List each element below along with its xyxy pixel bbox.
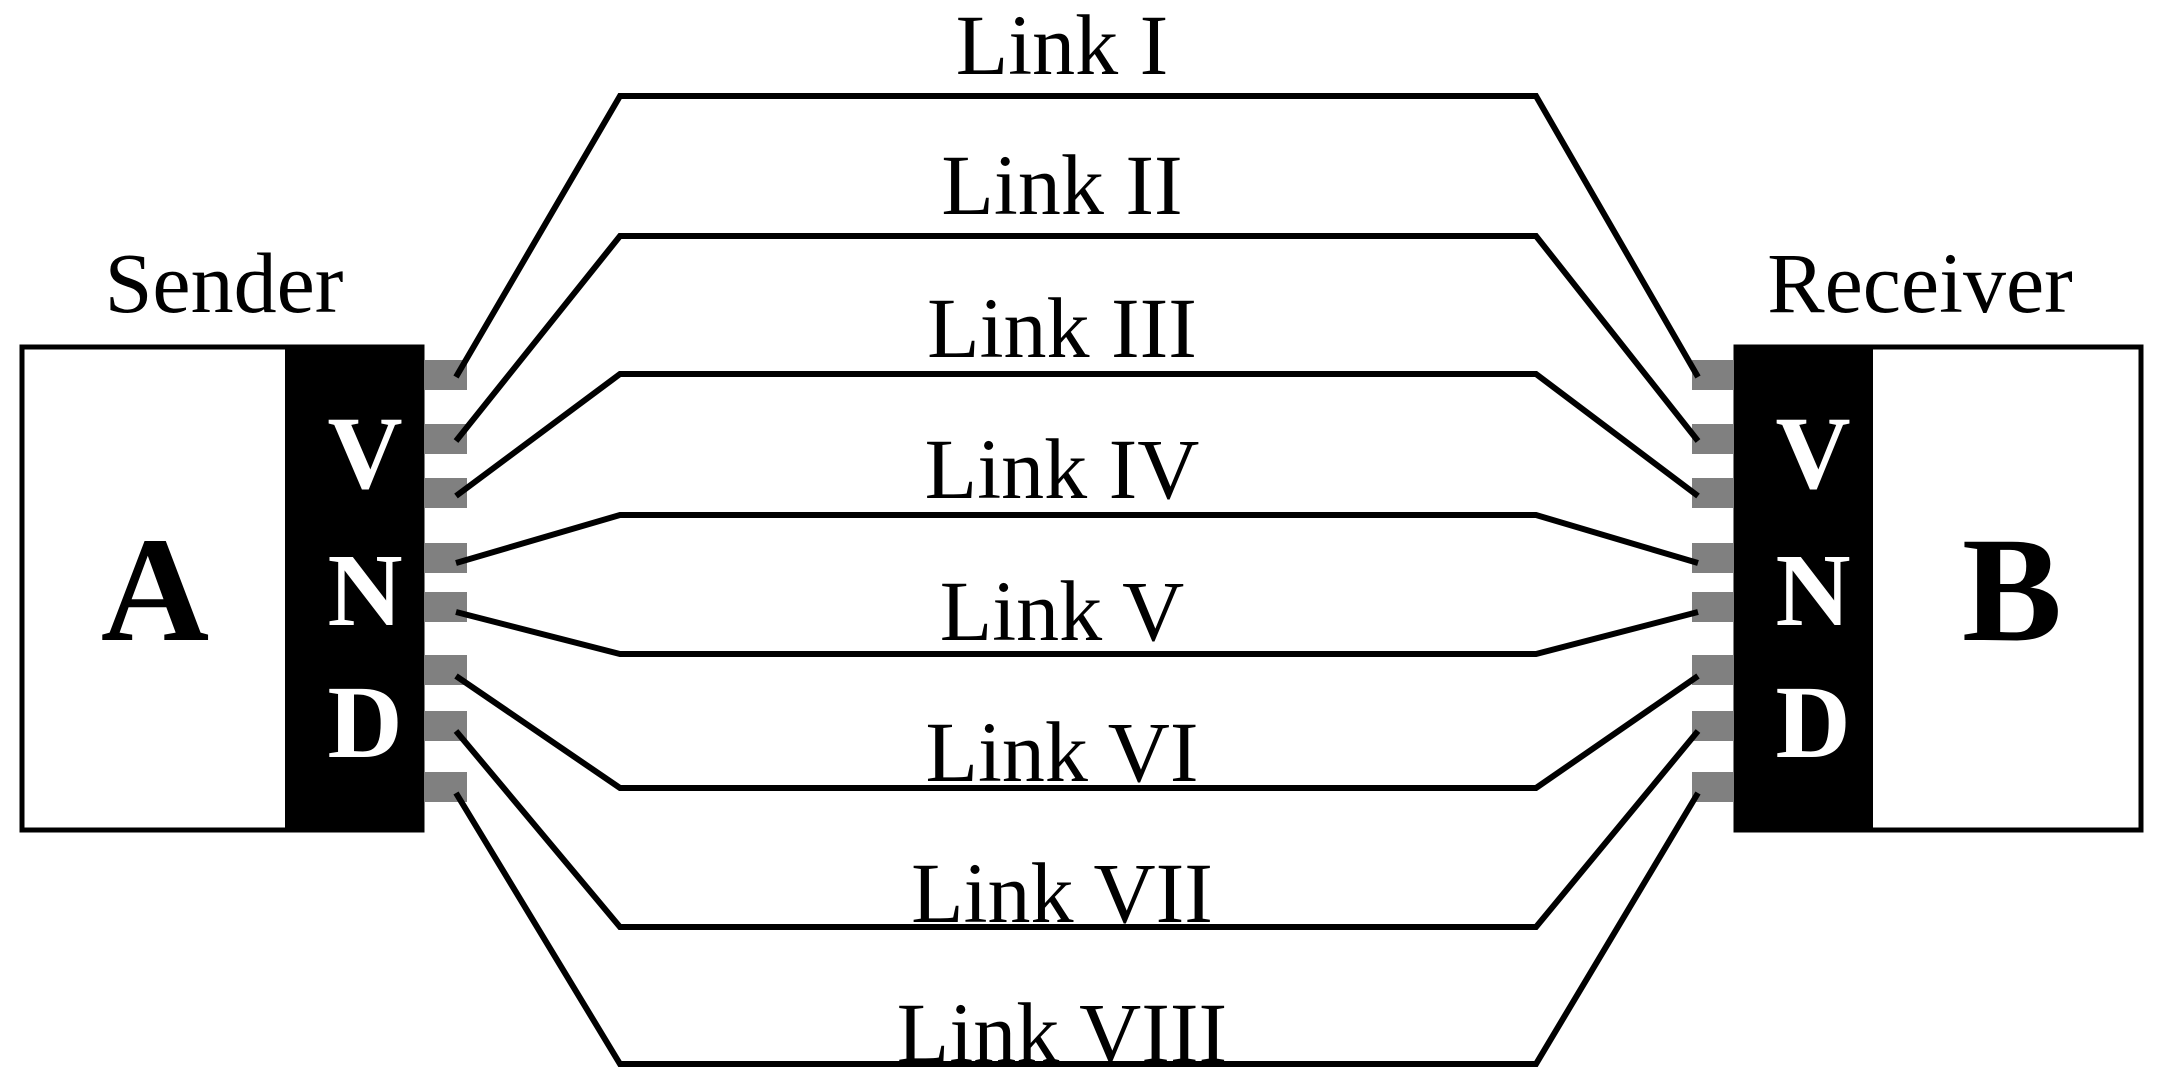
- link-1: Link I: [425, 0, 1734, 390]
- link-4-line: [455, 512, 1699, 566]
- link-1-line: [453, 93, 1701, 379]
- receiver-port-6: [1692, 655, 1734, 685]
- link-8-label: Link VIII: [897, 985, 1227, 1081]
- receiver-node-letter: B: [1962, 507, 2062, 673]
- receiver-port-4: [1692, 543, 1734, 573]
- links: Link I Link II Link III Link IV Link V: [425, 0, 1734, 1081]
- link-6: Link VI: [425, 655, 1734, 800]
- link-5-line: [455, 609, 1699, 657]
- link-7: Link VII: [425, 711, 1734, 941]
- receiver-module-letter-d: D: [1775, 665, 1850, 780]
- link-2-line: [453, 233, 1701, 443]
- link-4-label: Link IV: [925, 421, 1200, 517]
- receiver-module-letter-n: N: [1775, 533, 1850, 648]
- link-6-line: [454, 673, 1700, 791]
- sender-port-5: [425, 592, 467, 622]
- sender-module-letter-v: V: [327, 396, 402, 511]
- sender-port-4: [425, 543, 467, 573]
- link-4: Link IV: [425, 421, 1734, 573]
- link-2: Link II: [425, 137, 1734, 454]
- link-6-label: Link VI: [925, 704, 1198, 800]
- sender-vnd-module: [285, 347, 422, 830]
- sender-node-letter: A: [101, 507, 209, 673]
- sender-module-letter-n: N: [327, 533, 402, 648]
- receiver-label: Receiver: [1767, 235, 2073, 331]
- receiver-module-letter-v: V: [1775, 396, 1850, 511]
- sender-label: Sender: [105, 235, 344, 331]
- link-3-line: [454, 371, 1700, 499]
- receiver-port-7: [1692, 711, 1734, 741]
- link-7-label: Link VII: [911, 845, 1213, 941]
- link-8-line: [453, 791, 1701, 1067]
- link-5: Link V: [425, 563, 1734, 659]
- link-7-line: [453, 729, 1701, 930]
- receiver-node: Receiver B V N D: [1733, 235, 2144, 833]
- link-3-label: Link III: [927, 280, 1197, 376]
- link-5-label: Link V: [940, 563, 1184, 659]
- sender-node: Sender A V N D: [19, 235, 425, 833]
- link-1-label: Link I: [956, 0, 1169, 93]
- link-3: Link III: [425, 280, 1734, 508]
- sender-module-letter-d: D: [327, 665, 402, 780]
- receiver-vnd-module: [1736, 347, 1873, 830]
- link-2-label: Link II: [941, 137, 1182, 233]
- receiver-port-5: [1692, 592, 1734, 622]
- link-8: Link VIII: [425, 772, 1734, 1081]
